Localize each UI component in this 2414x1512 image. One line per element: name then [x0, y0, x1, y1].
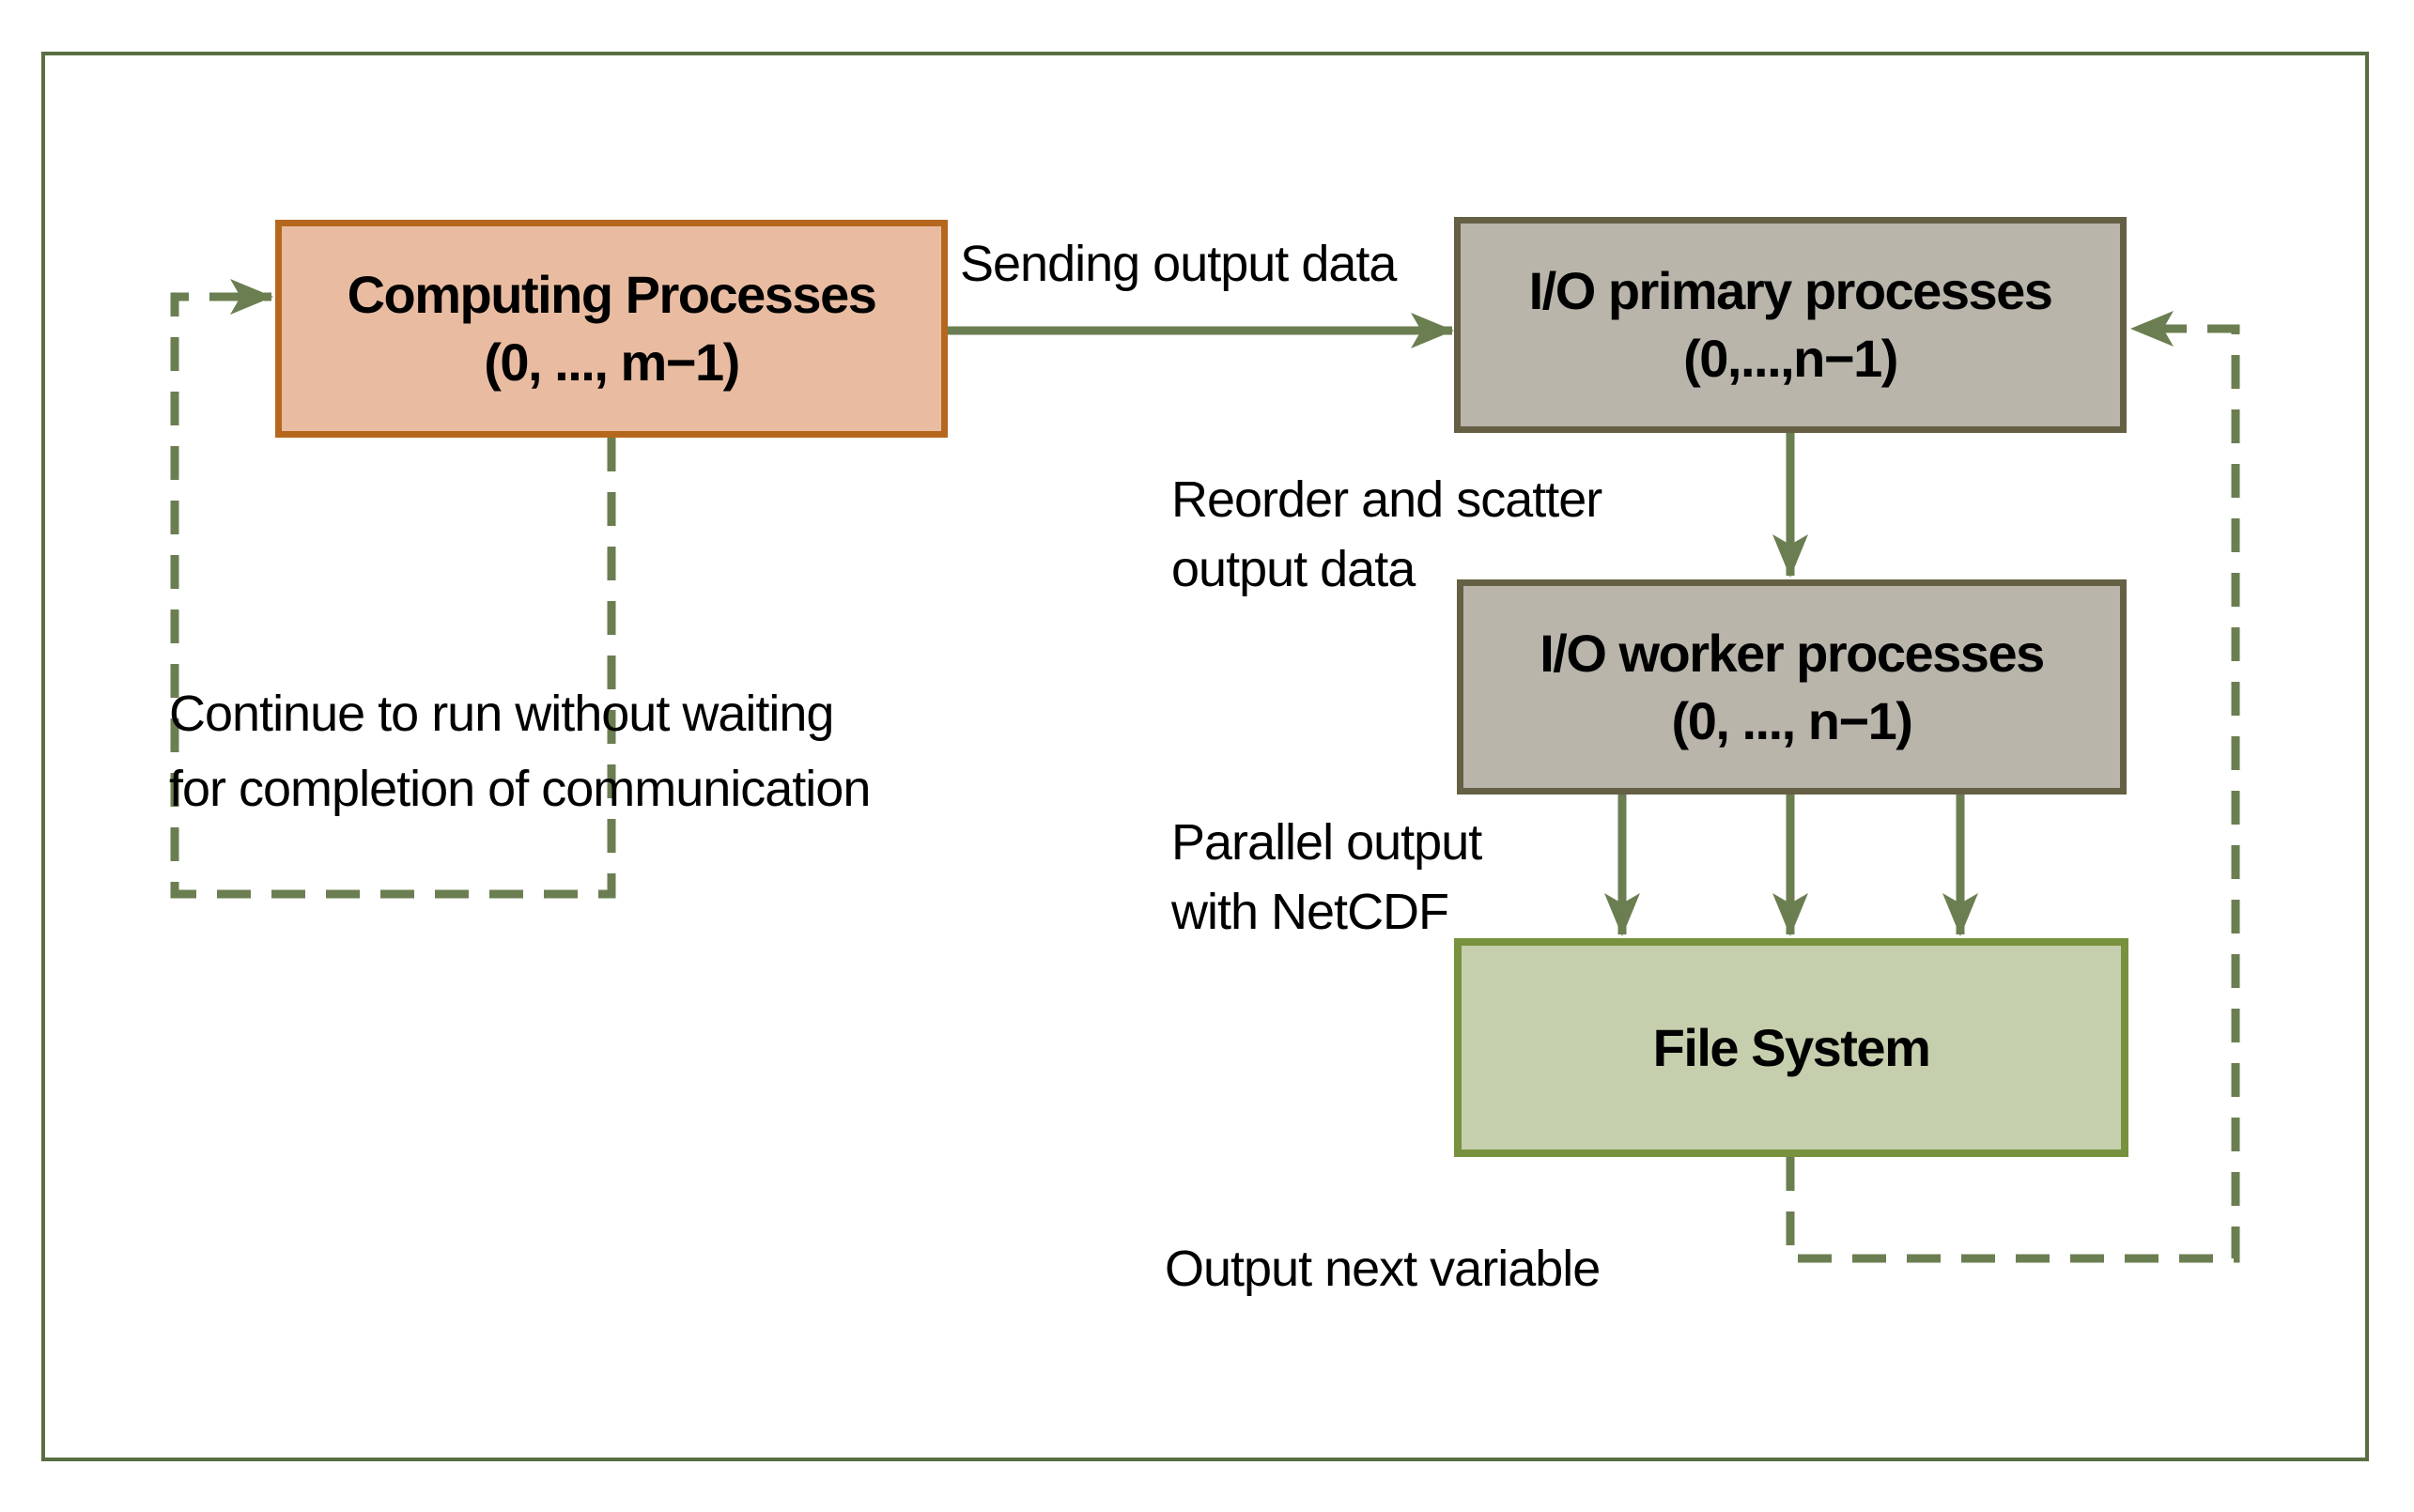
io-primary-processes-title: I/O primary processes [1528, 261, 2053, 320]
reorder-and-scatter-label: Reorder and scatter output data [1171, 465, 1602, 604]
parallel-output-label-line1: Parallel output [1171, 814, 1482, 871]
continue-to-run-label-line2: for completion of communication [169, 761, 871, 817]
io-primary-processes-box: I/O primary processes (0,...,n−1) [1454, 217, 2127, 433]
output-next-variable-label: Output next variable [1165, 1241, 1601, 1297]
reorder-and-scatter-label-line2: output data [1171, 541, 1416, 597]
io-worker-processes-box: I/O worker processes (0, ..., n−1) [1457, 579, 2127, 795]
io-worker-processes-range: (0, ..., n−1) [1671, 690, 1913, 750]
continue-to-run-label-line1: Continue to run without waiting [169, 686, 834, 742]
io-primary-processes-range: (0,...,n−1) [1683, 329, 1898, 388]
sending-output-data-label: Sending output data [960, 236, 1397, 292]
computing-processes-title: Computing Processes [347, 265, 877, 324]
file-system-box: File System [1454, 938, 2128, 1157]
continue-to-run-label: Continue to run without waiting for comp… [169, 676, 871, 826]
outer-frame [41, 52, 2369, 1461]
computing-loop-dashed-arrow [170, 279, 616, 899]
parallel-output-label: Parallel output with NetCDF [1171, 808, 1482, 947]
computing-processes-box: Computing Processes (0, ..., m−1) [275, 220, 948, 438]
output-next-loop-dashed-arrow [1786, 311, 2240, 1263]
reorder-and-scatter-label-line1: Reorder and scatter [1171, 471, 1602, 528]
file-system-title: File System [1652, 1017, 1931, 1077]
io-worker-processes-title: I/O worker processes [1540, 623, 2045, 683]
computing-processes-range: (0, ..., m−1) [484, 332, 740, 392]
parallel-output-label-line2: with NetCDF [1171, 884, 1449, 940]
